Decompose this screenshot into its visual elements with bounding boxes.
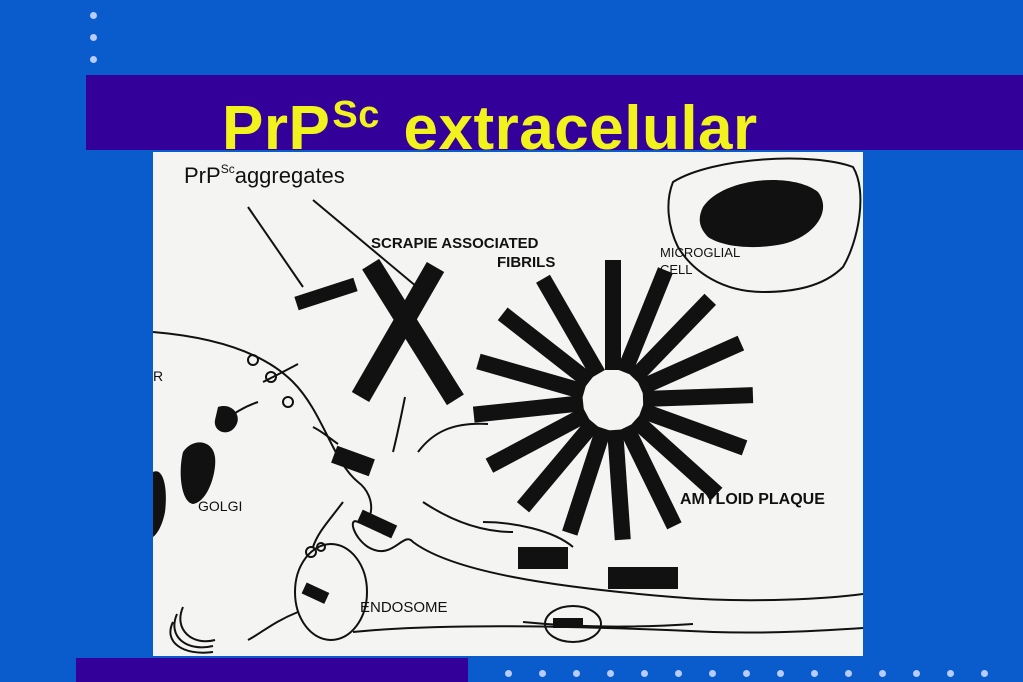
label-part: PrP (184, 163, 221, 188)
vesicle (305, 546, 317, 558)
golgi-stack (169, 606, 216, 654)
vesicle (265, 371, 277, 383)
arrow (422, 501, 514, 533)
pointer-line (312, 199, 424, 293)
aggregate-rod (331, 445, 375, 477)
endosome (294, 543, 368, 641)
label-prpsc-aggregates: PrPScaggregates (184, 162, 345, 189)
dot (811, 670, 818, 677)
dot (505, 670, 512, 677)
arrow (482, 521, 574, 548)
dot (675, 670, 682, 677)
dot (845, 670, 852, 677)
dot (90, 12, 97, 19)
golgi-blob (180, 442, 216, 504)
pointer-line (247, 206, 304, 288)
aggregate-rod (356, 509, 398, 539)
aggregate-rod (301, 582, 330, 604)
dot (947, 670, 954, 677)
golgi-blob (153, 471, 166, 537)
label-edge-r: R (153, 368, 164, 384)
dot (743, 670, 750, 677)
cell-membrane-lower (352, 625, 863, 634)
arrow (522, 621, 694, 628)
aggregate-rod (518, 547, 568, 569)
label-endosome: ENDOSOME (360, 599, 448, 616)
dot (709, 670, 716, 677)
decorative-dots-left (88, 8, 100, 68)
dot (607, 670, 614, 677)
cell-membrane (153, 331, 863, 602)
prion-diagram: PrPScaggregates SCRAPIE ASSOCIATED FIBRI… (153, 152, 863, 656)
label-microglial-cell: MICROGLIAL CELL (660, 244, 740, 278)
dot (641, 670, 648, 677)
dot (90, 56, 97, 63)
amyloid-plaque (472, 260, 754, 541)
title-superscript: Sc (332, 94, 380, 136)
vesicle (316, 542, 326, 552)
label-scrapie-fibrils: SCRAPIE ASSOCIATED FIBRILS (371, 234, 555, 272)
diagram-drawing (153, 157, 863, 654)
title-bar (86, 75, 1023, 150)
decorative-dots-bottom (505, 670, 1005, 680)
label-golgi: GOLGI (198, 498, 243, 514)
bottom-bar (76, 658, 468, 682)
arrow (392, 396, 406, 453)
label-superscript: Sc (220, 162, 235, 176)
dot (913, 670, 920, 677)
label-line: SCRAPIE ASSOCIATED (371, 235, 539, 252)
dot (879, 670, 886, 677)
dot (90, 34, 97, 41)
label-line: FIBRILS (497, 254, 556, 271)
fibril-rod (362, 258, 464, 406)
label-line: MICROGLIAL (660, 245, 741, 260)
golgi-blob (214, 406, 238, 433)
arrow (417, 422, 489, 453)
label-line: CELL (660, 262, 693, 277)
slide-title: PrPSc extracelular (222, 80, 758, 163)
aggregate-rod (553, 618, 583, 628)
vesicle (247, 354, 259, 366)
dot (539, 670, 546, 677)
microglial-cell-outline (667, 157, 862, 294)
microglial-nucleus (699, 180, 824, 248)
aggregate-rod (294, 277, 358, 311)
dot (573, 670, 580, 677)
vesicle (282, 396, 294, 408)
title-main: PrP (222, 94, 331, 163)
arrow (312, 501, 344, 548)
aggregate-rod (608, 567, 678, 589)
arrow (247, 611, 299, 641)
label-amyloid-plaque: AMYLOID PLAQUE (680, 491, 825, 508)
arrow (262, 363, 299, 383)
dot (777, 670, 784, 677)
label-part: aggregates (234, 163, 345, 188)
arrow (312, 426, 339, 445)
fibril-rod (351, 262, 445, 402)
dot (981, 670, 988, 677)
title-rest: extracelular (385, 94, 758, 163)
